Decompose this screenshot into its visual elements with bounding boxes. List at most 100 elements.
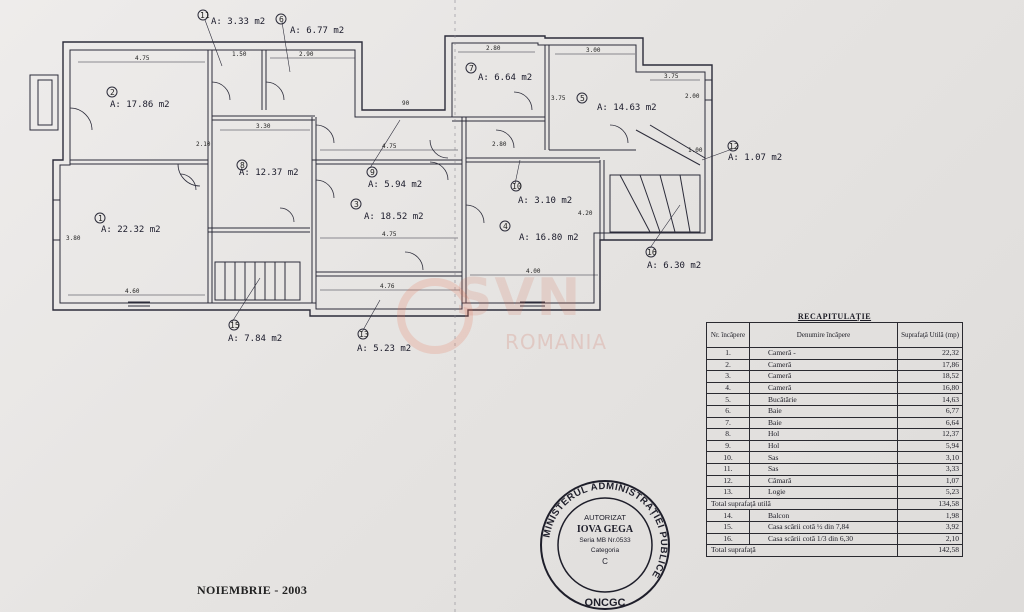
- cell-nr: 2.: [706, 358, 750, 372]
- cell-name: Cameră: [748, 358, 899, 372]
- table-row: 1.Cameră -22,32: [706, 347, 963, 360]
- room-16-area: A: 6.30 m2: [647, 261, 701, 271]
- svg-text:5: 5: [580, 94, 585, 103]
- dim-label: 90: [402, 100, 410, 107]
- cell-nr: 4.: [706, 381, 750, 395]
- stamp-line4: Categoria: [591, 547, 620, 554]
- dim-label: 3.75: [551, 95, 566, 102]
- svg-text:9: 9: [370, 168, 375, 177]
- cell-nr: 5.: [706, 393, 750, 406]
- room-10-area: A: 3.10 m2: [518, 196, 572, 206]
- room-12-area: A: 1.07 m2: [728, 153, 782, 163]
- cell-area: 17,86: [897, 358, 963, 372]
- cell-area: 1,07: [897, 474, 963, 488]
- svg-text:12: 12: [729, 142, 739, 151]
- cell-name: Casa scării cotă ½ din 7,84: [748, 520, 899, 534]
- room-15-area: A: 7.84 m2: [228, 334, 282, 344]
- svg-text:2: 2: [110, 88, 115, 97]
- room-3-area: A: 18.52 m2: [364, 212, 424, 222]
- svg-text:1: 1: [98, 214, 103, 223]
- cell-nr: 11.: [706, 462, 750, 476]
- dim-label: 4.75: [382, 143, 397, 150]
- dim-label: 4.75: [135, 55, 150, 62]
- cell-name: Casa scării cotă 1/3 din 6,30: [748, 532, 899, 546]
- dim-label: 4.20: [578, 210, 593, 217]
- cell-area: 12,37: [897, 428, 963, 441]
- header-area: Suprafaţă Utilă (mp): [897, 322, 963, 348]
- stamp-bottom-text: ONCGC: [585, 597, 626, 609]
- dim-label: 4.75: [382, 231, 397, 238]
- official-stamp: MINISTERUL ADMINISTRAȚIEI PUBLICE ONCGC …: [540, 480, 670, 610]
- cell-name: Hol: [748, 439, 899, 453]
- total-label: Total suprafaţă: [705, 544, 899, 557]
- svg-text:4: 4: [503, 222, 508, 231]
- room-13-area: A: 5.23 m2: [357, 344, 411, 354]
- cell-nr: 15.: [706, 520, 750, 534]
- cell-area: 1,98: [897, 509, 963, 522]
- dim-label: 1.50: [232, 51, 247, 58]
- svg-text:3: 3: [354, 200, 359, 209]
- dim-label: 3.00: [586, 47, 601, 54]
- room-11-area: A: 3.33 m2: [211, 17, 265, 27]
- cell-nr: 3.: [706, 370, 750, 383]
- svg-text:8: 8: [240, 161, 245, 170]
- stamp-line2: IOVA GEGA: [577, 524, 634, 535]
- cell-name: Cameră: [748, 370, 899, 383]
- cell-nr: 8.: [706, 428, 750, 441]
- cell-name: Baie: [748, 404, 899, 418]
- recap-title: RECAPITULAȚIE: [797, 312, 872, 321]
- cell-area: 18,52: [897, 370, 963, 383]
- header-nr: Nr. încăpere: [706, 322, 750, 348]
- cell-name: Logie: [748, 486, 899, 499]
- room-2-area: A: 17.86 m2: [110, 100, 170, 110]
- room-4-area: A: 16.80 m2: [519, 233, 579, 243]
- svg-text:7: 7: [469, 64, 474, 73]
- dim-label: 4.60: [125, 288, 140, 295]
- room-1-area: A: 22.32 m2: [101, 225, 161, 235]
- dim-label: 4.00: [526, 268, 541, 275]
- cell-area: 6,64: [897, 416, 963, 430]
- cell-area: 3,92: [897, 520, 963, 534]
- recap-table: RECAPITULAȚIE Nr. încăpere Denumire încă…: [705, 312, 963, 557]
- cell-area: 6,77: [897, 404, 963, 418]
- dim-label: 3.30: [256, 123, 271, 130]
- cell-area: 16,80: [897, 381, 963, 395]
- cell-name: Sas: [748, 462, 899, 476]
- cell-name: Cămară: [748, 474, 899, 488]
- svg-text:10: 10: [512, 182, 522, 191]
- cell-nr: 16.: [706, 532, 750, 546]
- cell-name: Baie: [748, 416, 899, 430]
- cell-area: 14,63: [897, 393, 963, 406]
- room-7-area: A: 6.64 m2: [478, 73, 532, 83]
- cell-nr: 12.: [706, 474, 750, 488]
- dim-label: 2.80: [486, 45, 501, 52]
- dim-label: 1.00: [688, 147, 703, 154]
- stamp-line5: C: [602, 557, 608, 566]
- cell-nr: 7.: [706, 416, 750, 430]
- room-9-area: A: 5.94 m2: [368, 180, 422, 190]
- cell-nr: 10.: [706, 451, 750, 464]
- dim-label: 2.80: [492, 141, 507, 148]
- svg-text:15: 15: [230, 321, 240, 330]
- stamp-line3: Seria MB Nr.0533: [579, 537, 631, 544]
- cell-name: Sas: [748, 451, 899, 464]
- cell-area: 5,94: [897, 439, 963, 453]
- total-util-label: Total suprafaţă utilă: [705, 497, 899, 511]
- header-name: Denumire încăpere: [748, 322, 899, 348]
